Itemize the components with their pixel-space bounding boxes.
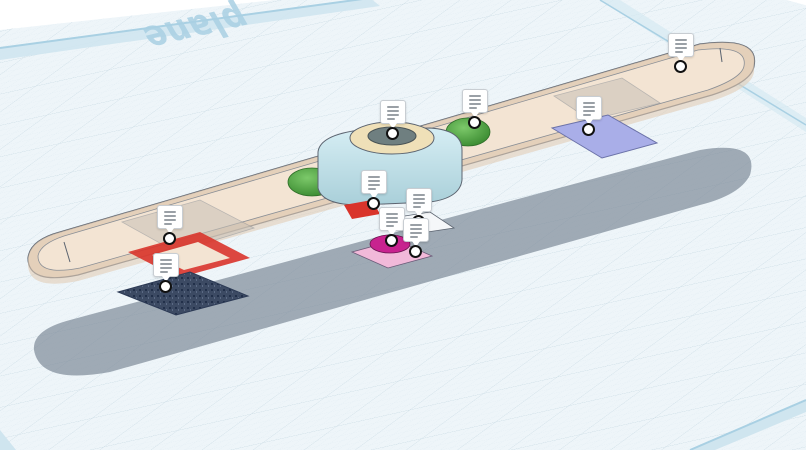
note-marker-8[interactable]	[379, 207, 405, 247]
note-icon	[368, 176, 380, 192]
note-icon	[469, 95, 481, 111]
note-icon	[386, 213, 398, 229]
note-marker-1[interactable]	[668, 33, 694, 73]
note-anchor-dot[interactable]	[582, 123, 595, 136]
note-anchor-dot[interactable]	[163, 232, 176, 245]
note-icon	[413, 194, 425, 210]
note-anchor-dot[interactable]	[159, 280, 172, 293]
note-icon	[410, 224, 422, 240]
note-marker-3[interactable]	[462, 89, 488, 129]
note-icon	[583, 102, 595, 118]
note-marker-9[interactable]	[403, 218, 429, 258]
note-anchor-dot[interactable]	[674, 60, 687, 73]
note-marker-10[interactable]	[153, 253, 179, 293]
note-icon	[387, 106, 399, 122]
note-marker-5[interactable]	[361, 170, 387, 210]
note-icon	[160, 259, 172, 275]
note-anchor-dot[interactable]	[367, 197, 380, 210]
note-anchor-dot[interactable]	[385, 234, 398, 247]
note-icon	[675, 39, 687, 55]
note-anchor-dot[interactable]	[409, 245, 422, 258]
note-marker-7[interactable]	[157, 205, 183, 245]
note-icon	[164, 211, 176, 227]
note-anchor-dot[interactable]	[468, 116, 481, 129]
note-marker-4[interactable]	[576, 96, 602, 136]
note-marker-2[interactable]	[380, 100, 406, 140]
note-anchor-dot[interactable]	[386, 127, 399, 140]
